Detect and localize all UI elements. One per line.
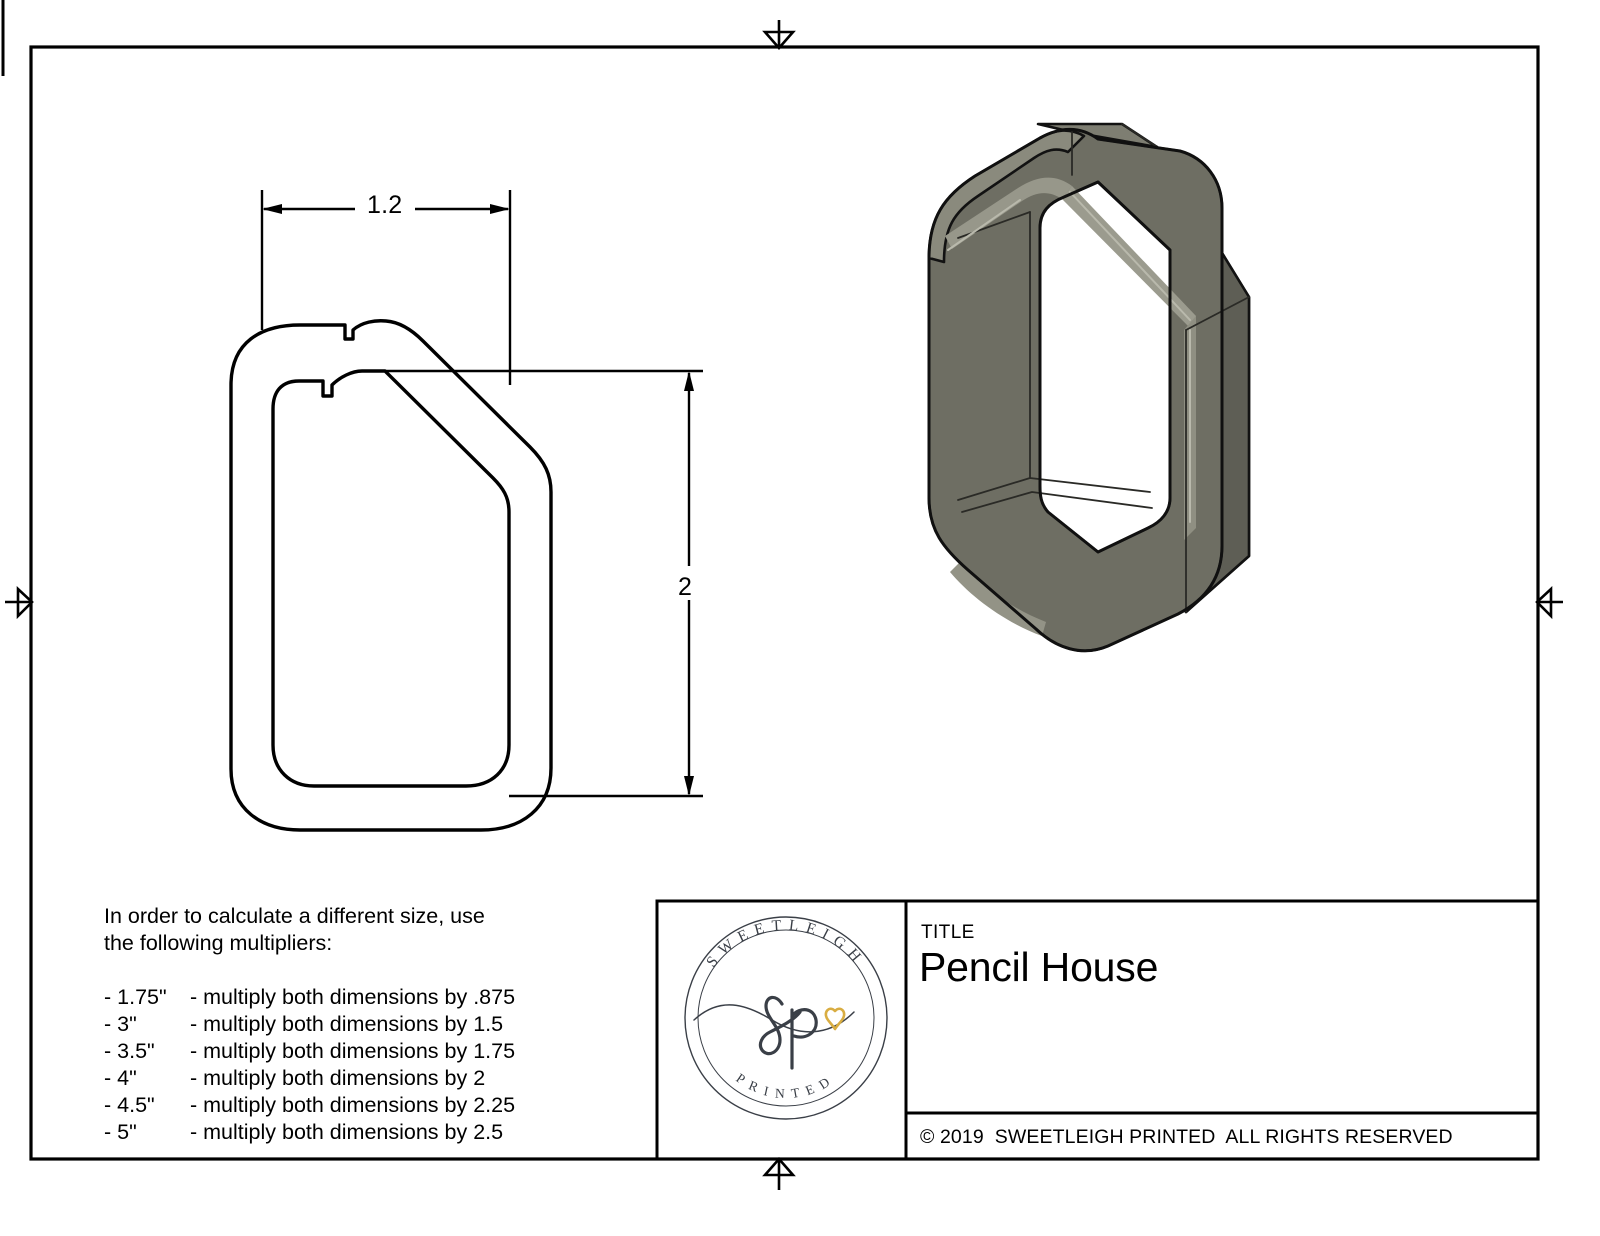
logo-bottom-arc-text: PRINTED <box>733 1070 838 1101</box>
note-size: - 4" <box>104 1066 137 1090</box>
list-item: - 5" - multiply both dimensions by 2.5 <box>104 1119 574 1146</box>
page-title: Pencil House <box>919 944 1159 990</box>
logo-outer-circle <box>684 916 888 1120</box>
scaling-notes-intro: In order to calculate a different size, … <box>104 904 485 955</box>
dimension-width <box>260 190 512 385</box>
scaling-notes: In order to calculate a different size, … <box>104 903 574 1146</box>
logo-monogram-p <box>790 1008 818 1070</box>
note-rule: - multiply both dimensions by 1.75 <box>190 1039 516 1063</box>
note-size: - 1.75" <box>104 985 167 1009</box>
list-item: - 3" - multiply both dimensions by 1.5 <box>104 1011 574 1038</box>
note-rule: - multiply both dimensions by 1.5 <box>190 1012 504 1036</box>
list-item: - 1.75" - multiply both dimensions by .8… <box>104 984 574 1011</box>
center-mark-right <box>1535 586 1563 620</box>
dimension-height-label: 2 <box>678 573 692 601</box>
note-size: - 5" <box>104 1120 137 1144</box>
dimension-height <box>385 369 703 798</box>
heart-icon <box>824 1007 846 1031</box>
sweetleigh-printed-logo: SWEETLEIGH PRINTED <box>676 908 896 1128</box>
note-size: - 3.5" <box>104 1039 155 1063</box>
list-item: - 3.5" - multiply both dimensions by 1.7… <box>104 1038 574 1065</box>
isometric-3d-view <box>927 122 1251 653</box>
title-field-label: TITLE <box>921 922 975 943</box>
logo-monogram-s <box>758 995 802 1056</box>
note-size: - 4.5" <box>104 1093 155 1117</box>
list-item: - 4" - multiply both dimensions by 2 <box>104 1065 574 1092</box>
logo-inner-circle <box>697 929 875 1107</box>
note-rule: - multiply both dimensions by 2 <box>190 1066 486 1090</box>
note-rule: - multiply both dimensions by 2.25 <box>190 1093 516 1117</box>
top-view-outline <box>229 319 553 832</box>
scaling-notes-list: - 1.75" - multiply both dimensions by .8… <box>104 984 574 1146</box>
note-size: - 3" <box>104 1012 137 1036</box>
note-rule: - multiply both dimensions by .875 <box>190 985 516 1009</box>
list-item: - 4.5" - multiply both dimensions by 2.2… <box>104 1092 574 1119</box>
center-mark-left <box>5 586 34 620</box>
center-mark-bottom <box>762 1157 796 1190</box>
title-block-frame <box>655 899 1540 1161</box>
center-mark-top <box>762 20 796 50</box>
note-rule: - multiply both dimensions by 2.5 <box>190 1120 504 1144</box>
dimension-width-label: 1.2 <box>367 191 403 219</box>
copyright-notice: © 2019 SWEETLEIGH PRINTED ALL RIGHTS RES… <box>920 1126 1453 1148</box>
logo-top-arc-text: SWEETLEIGH <box>703 917 869 971</box>
